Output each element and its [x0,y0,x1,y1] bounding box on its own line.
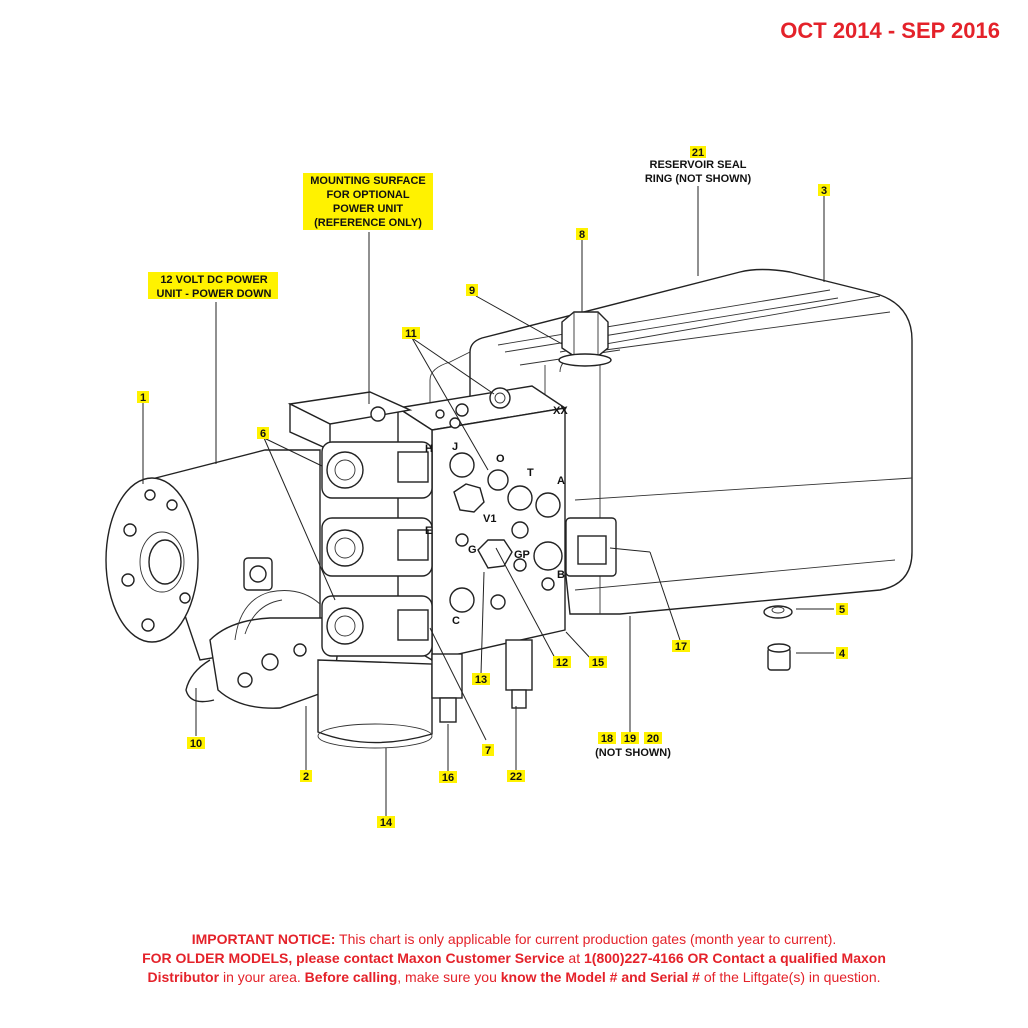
port-letter-v1: V1 [483,513,496,525]
callout-15: 15 [592,657,604,669]
notice-distributor: Distributor [147,969,220,985]
port-letter-b: B [557,569,565,581]
important-notice: IMPORTANT NOTICE: This chart is only app… [40,930,988,987]
port-letter-a: A [557,475,565,487]
callout-13: 13 [475,674,487,686]
pump [317,659,433,749]
callout-7: 7 [485,745,491,757]
callout-1: 1 [140,392,146,404]
electric-motor [105,449,321,661]
reservoir-seal-line1: RESERVOIR SEAL [650,159,747,171]
mounting-label-line2: FOR OPTIONAL [326,189,409,201]
callout-22: 22 [510,771,522,783]
power-unit-label-line1: 12 VOLT DC POWER [160,274,267,286]
port-letter-xx: XX [553,405,568,417]
mounting-label-line4: (REFERENCE ONLY) [314,217,422,229]
port-letter-t: T [527,467,534,479]
callout-2: 2 [303,771,309,783]
notice-line-2: FOR OLDER MODELS, please contact Maxon C… [40,949,988,968]
notice-text-1: This chart is only applicable for curren… [335,931,837,947]
callout-17: 17 [675,641,687,653]
notice-line-3: Distributor in your area. Before calling… [40,968,988,987]
callout-21: 21 [692,147,704,159]
starter-solenoid [185,590,339,709]
notice-heading: IMPORTANT NOTICE: [191,931,336,947]
mounting-label-line3: POWER UNIT [333,203,404,215]
port-letter-c: C [452,615,460,627]
port-letter-h: H [425,443,433,455]
solenoid-coil-middle [321,517,433,577]
manifold-block [287,385,567,723]
page-title: OCT 2014 - SEP 2016 [780,18,1000,43]
notice-older-models: FOR OLDER MODELS, please contact Maxon C… [142,950,565,966]
fill-cap [558,311,612,367]
port-letter-e: E [425,525,432,537]
callout-18: 18 [601,733,613,745]
callout-6: 6 [260,428,266,440]
mounting-label-line1: MOUNTING SURFACE [310,175,426,187]
callout-16: 16 [442,772,454,784]
callout-19: 19 [624,733,636,745]
notice-line-1: IMPORTANT NOTICE: This chart is only app… [40,930,988,949]
notice-phone: 1(800)227-4166 OR Contact a qualified Ma… [584,950,886,966]
callout-group: 1 6 11 8 9 3 5 4 17 12 15 13 10 2 7 16 2 [137,184,848,829]
callout-12: 12 [556,657,568,669]
valve-connector-rear [565,517,617,577]
solenoid-coil-bottom [321,595,433,657]
callout-5: 5 [839,604,845,616]
callout-11: 11 [405,328,417,340]
power-unit-label-line2: UNIT - POWER DOWN [157,288,272,300]
callout-3: 3 [821,185,827,197]
notice-model-serial: know the Model # and Serial # [500,969,700,985]
leader-lines [142,186,834,816]
notice-text-5: of the Liftgate(s) in question. [699,969,881,985]
port-letter-g: G [468,544,477,556]
not-shown-label: (NOT SHOWN) [595,747,671,759]
reservoir-seal-line2: RING (NOT SHOWN) [645,173,752,185]
notice-text-4: , make sure you [397,969,501,985]
port-letter-o: O [496,453,505,465]
notice-text-2: at [564,950,585,966]
washer-5 [763,605,793,619]
callout-9: 9 [469,285,475,297]
plug-4 [767,643,791,671]
callout-4: 4 [839,648,846,660]
notice-before-calling: Before calling [304,969,398,985]
notice-text-3: in your area. [219,969,305,985]
callout-10: 10 [190,738,202,750]
port-letter-j: J [452,441,458,453]
callout-8: 8 [579,229,585,241]
callout-14: 14 [380,817,393,829]
port-letter-gp: GP [514,549,530,561]
solenoid-coil-top [321,441,433,499]
callout-20: 20 [647,733,659,745]
